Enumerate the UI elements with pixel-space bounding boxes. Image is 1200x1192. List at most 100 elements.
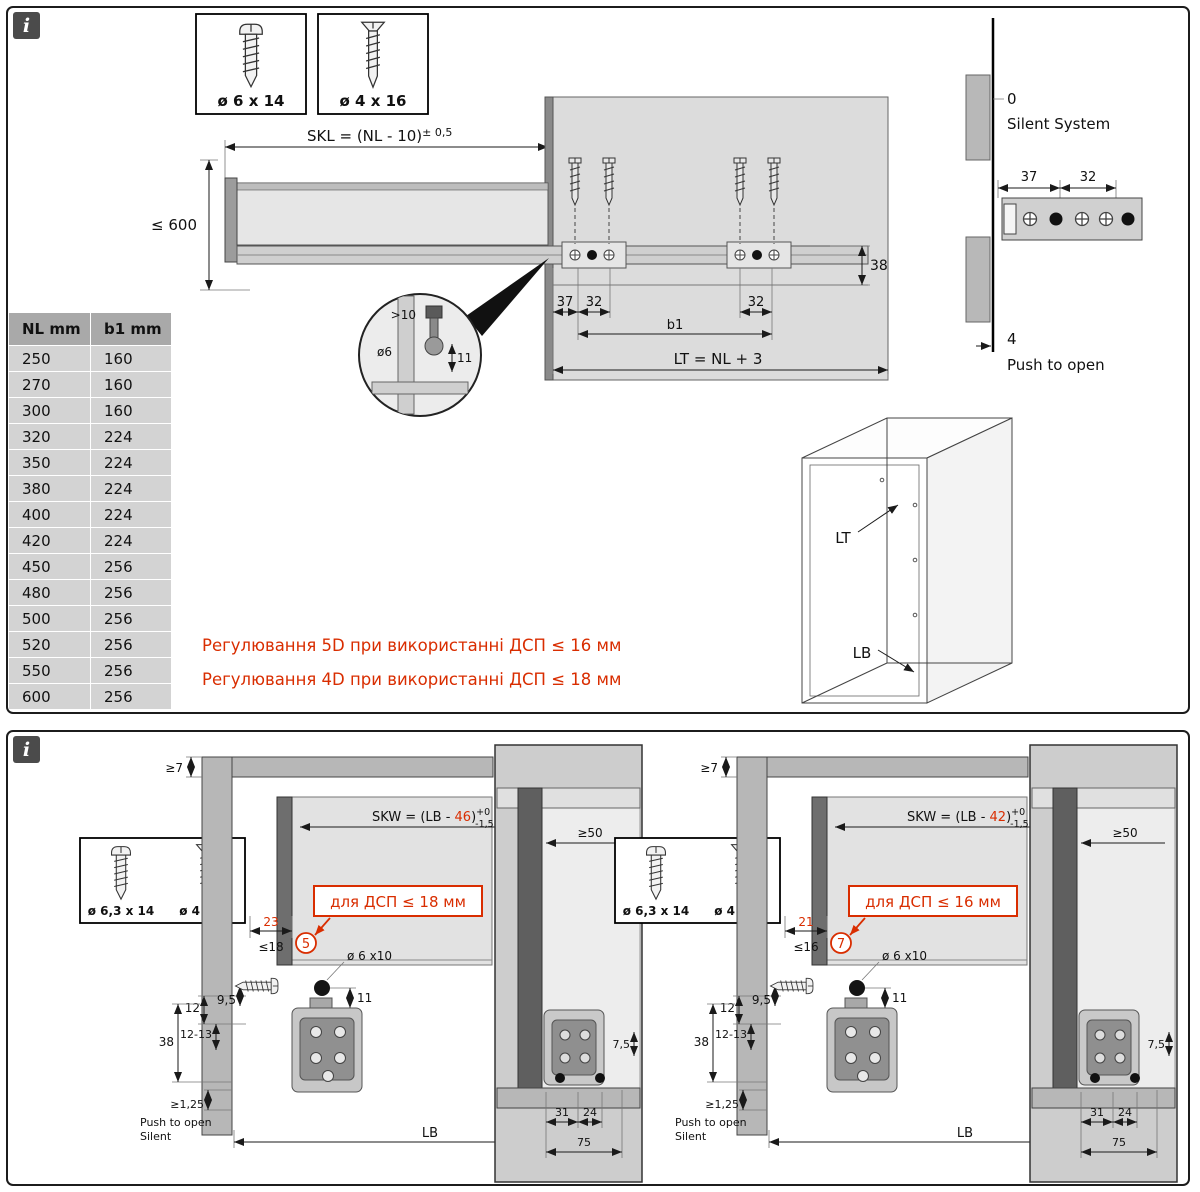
half-view-left [80,745,642,1182]
top-drawing: ø 6 x 14 ø 4 x 16 SKL = (NL - 10)± 0,5 ≤… [151,13,1143,704]
callout-number-left: 5 [302,937,310,952]
note-5d: Регулювання 5D при використанні ДСП ≤ 16… [202,636,622,655]
table-cell: 224 [90,450,171,475]
callout-pointer [466,258,549,336]
rv-37-label: 37 [1021,170,1038,185]
screw-box-a: ø 6 x 14 [195,13,307,115]
note-4d: Регулювання 4D при використанні ДСП ≤ 18… [202,670,622,689]
detail-gt10-label: >10 [391,308,416,322]
table-cell: 550 [9,658,90,683]
cabinet-lb-label: LB [853,644,872,662]
right-view: 0 Silent System 37 32 [965,18,1143,374]
cabinet-side-panel [544,96,889,381]
table-cell: 380 [9,476,90,501]
d38-label: 38 [870,258,888,274]
skw-formula-left: SKW = (LB - 46)+0-1,5 [372,807,494,830]
screw-a-label: ø 6 x 14 [218,92,285,110]
bottom-panel: i ø 6,3 x 14 ø 4 x 16 [6,730,1190,1186]
table-cell: 250 [9,346,90,371]
dim-38: 38 [830,245,888,286]
screw-b-label: ø 4 x 16 [340,92,407,110]
top-panel: i [6,6,1190,714]
chip-note-right: для ДСП ≤ 16 мм [865,893,1001,911]
lower-dims: 37 32 32 b1 LT = NL + 3 [552,268,889,380]
table-cell: 600 [9,684,90,709]
table-header-row: NL mm b1 mm [9,313,171,345]
skl-label: SKL = (NL - 10)± 0,5 [307,126,452,145]
chip-note-left: для ДСП ≤ 18 мм [330,893,466,911]
bottom-drawing: ø 6,3 x 14 ø 4 x 16 [8,732,1188,1184]
table-cell: 160 [90,372,171,397]
table-cell: 500 [9,606,90,631]
skw-formula-right: SKW = (LB - 42)+0-1,5 [907,807,1029,830]
drawer-assembly [224,177,869,286]
d37-label: 37 [557,295,574,310]
table-cell: 224 [90,476,171,501]
le-left: ≤18 [258,940,283,954]
table-cell: 300 [9,398,90,423]
cabinet-lt-label: LT [835,529,851,547]
table-cell: 520 [9,632,90,657]
table-cell: 420 [9,528,90,553]
offset-left: 23 [263,915,278,929]
dim-max-height: ≤ 600 [151,159,250,291]
max-height-label: ≤ 600 [151,216,197,234]
silent-system-label: Silent System [1007,115,1110,133]
four-label: 4 [1007,330,1017,348]
table-cell: 256 [90,684,171,709]
table-cell: 256 [90,554,171,579]
table-cell: 160 [90,398,171,423]
right-half-labels: SKW = (LB - 42)+0-1,5 для ДСП ≤ 16 мм 21… [793,807,1028,954]
detail-11-label: 11 [457,351,472,365]
table-header-b1: b1 mm [90,313,171,345]
table-cell: 480 [9,580,90,605]
table-cell: 400 [9,502,90,527]
rv-32-label: 32 [1080,170,1097,185]
push-to-open-label: Push to open [1007,356,1105,374]
table-cell: 450 [9,554,90,579]
table-cell: 256 [90,606,171,631]
half-view-right [615,745,1177,1182]
table-cell: 256 [90,658,171,683]
table-cell: 320 [9,424,90,449]
screw-box-b: ø 4 x 16 [317,13,429,115]
detail-callout: >10 ø6 11 [358,258,549,417]
rail-section [1001,197,1143,241]
b1-label: b1 [667,318,684,333]
info-icon: i [13,736,40,763]
offset-right: 21 [798,915,813,929]
table-cell: 224 [90,502,171,527]
table-cell: 256 [90,580,171,605]
table-header-nl: NL mm [9,313,90,345]
le-right: ≤16 [793,940,818,954]
zero-label: 0 [1007,90,1017,108]
rail-screws [568,157,781,244]
table-cell: 224 [90,528,171,553]
dim-skl: SKL = (NL - 10)± 0,5 [224,126,549,178]
table-cell: 350 [9,450,90,475]
table-cell: 160 [90,346,171,371]
cabinet-3d: LT LB [801,417,1013,704]
table-cell: 270 [9,372,90,397]
detail-drawing [371,295,469,415]
table-cell: 224 [90,424,171,449]
left-half-labels: SKW = (LB - 46)+0-1,5 для ДСП ≤ 18 мм 23… [258,807,493,954]
detail-dia6-label: ø6 [377,345,392,359]
info-icon: i [13,12,40,39]
d32-right-label: 32 [748,295,765,310]
